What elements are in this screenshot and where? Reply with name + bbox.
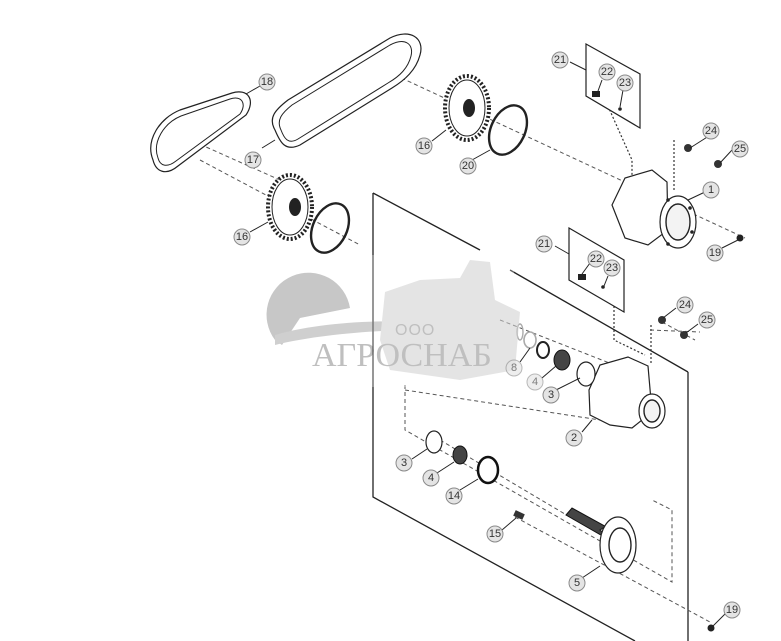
callout-16-lower[interactable]: 16 [233, 228, 251, 246]
belt-large [271, 33, 422, 148]
axle-shaft [565, 507, 637, 574]
svg-text:17: 17 [247, 154, 259, 166]
callout-24-lower[interactable]: 24 [676, 296, 694, 314]
sprocket-lower [266, 173, 314, 241]
svg-text:22: 22 [601, 66, 613, 78]
svg-text:25: 25 [734, 143, 746, 155]
belt-small [150, 91, 251, 173]
svg-text:2: 2 [571, 432, 577, 444]
svg-text:14: 14 [448, 490, 460, 502]
callout-19-lower[interactable]: 19 [723, 601, 741, 619]
svg-text:21: 21 [554, 54, 566, 66]
fasteners-lower [658, 316, 688, 339]
callout-24-upper[interactable]: 24 [702, 122, 720, 140]
o-ring-upper [487, 104, 529, 156]
callout-25-lower[interactable]: 25 [698, 311, 716, 329]
callout-3-lower[interactable]: 3 [395, 454, 413, 472]
nut-shaft [707, 624, 715, 632]
svg-text:20: 20 [462, 160, 474, 172]
svg-text:16: 16 [236, 231, 248, 243]
callout-4-upper[interactable]: 4 [526, 373, 544, 391]
hub-housing-upper [611, 169, 697, 249]
svg-text:8: 8 [511, 362, 517, 374]
gear-logo-icon [266, 272, 350, 345]
callout-21-upper[interactable]: 21 [551, 51, 569, 69]
nut-hub-upper [736, 234, 744, 242]
callout-4-lower[interactable]: 4 [422, 469, 440, 487]
watermark-company: АГРОСНАБ [312, 337, 492, 374]
callout-21-lower[interactable]: 21 [535, 235, 553, 253]
combine-harvester-icon [380, 260, 520, 380]
callout-20[interactable]: 20 [459, 157, 477, 175]
svg-text:21: 21 [538, 238, 550, 250]
callout-25-upper[interactable]: 25 [731, 140, 749, 158]
bearing-set-lower [425, 430, 500, 485]
svg-text:24: 24 [679, 299, 691, 311]
callout-23-upper[interactable]: 23 [616, 74, 634, 92]
svg-text:3: 3 [401, 457, 407, 469]
svg-text:15: 15 [489, 528, 501, 540]
svg-text:4: 4 [428, 472, 434, 484]
svg-text:25: 25 [701, 314, 713, 326]
callout-23-lower[interactable]: 23 [603, 259, 621, 277]
callout-2[interactable]: 2 [565, 429, 583, 447]
fasteners-upper [684, 144, 722, 168]
svg-text:23: 23 [606, 262, 618, 274]
callout-14[interactable]: 14 [445, 487, 463, 505]
o-ring-lower [309, 202, 351, 254]
callout-16-upper[interactable]: 16 [415, 137, 433, 155]
svg-text:19: 19 [726, 604, 738, 616]
callout-18[interactable]: 18 [258, 73, 276, 91]
svg-text:1: 1 [708, 184, 714, 196]
bearing-set-upper [516, 323, 596, 387]
svg-text:4: 4 [532, 376, 538, 388]
callout-22-lower[interactable]: 22 [587, 250, 605, 268]
watermark-prefix: ООО [395, 322, 435, 339]
callout-3-upper[interactable]: 3 [542, 386, 560, 404]
callout-5[interactable]: 5 [568, 574, 586, 592]
callout-15[interactable]: 15 [486, 525, 504, 543]
callout-19-upper[interactable]: 19 [706, 244, 724, 262]
svg-text:23: 23 [619, 77, 631, 89]
svg-text:24: 24 [705, 125, 717, 137]
svg-text:3: 3 [548, 389, 554, 401]
callout-17[interactable]: 17 [244, 151, 262, 169]
bracket-plate-upper [585, 42, 641, 130]
svg-text:5: 5 [574, 577, 580, 589]
wheel-stud [513, 510, 525, 520]
assembly-frame [372, 192, 689, 641]
svg-text:18: 18 [261, 76, 273, 88]
company-watermark: ООО АГРОСНАБ [244, 255, 520, 387]
svg-text:16: 16 [418, 140, 430, 152]
callout-1[interactable]: 1 [702, 181, 720, 199]
callout-22-upper[interactable]: 22 [598, 63, 616, 81]
svg-text:22: 22 [590, 253, 602, 265]
sprocket-upper [443, 74, 491, 142]
svg-text:19: 19 [709, 247, 721, 259]
bracket-plate-lower [568, 226, 625, 314]
callout-8[interactable]: 8 [505, 359, 523, 377]
hub-housing-lower [588, 356, 666, 429]
